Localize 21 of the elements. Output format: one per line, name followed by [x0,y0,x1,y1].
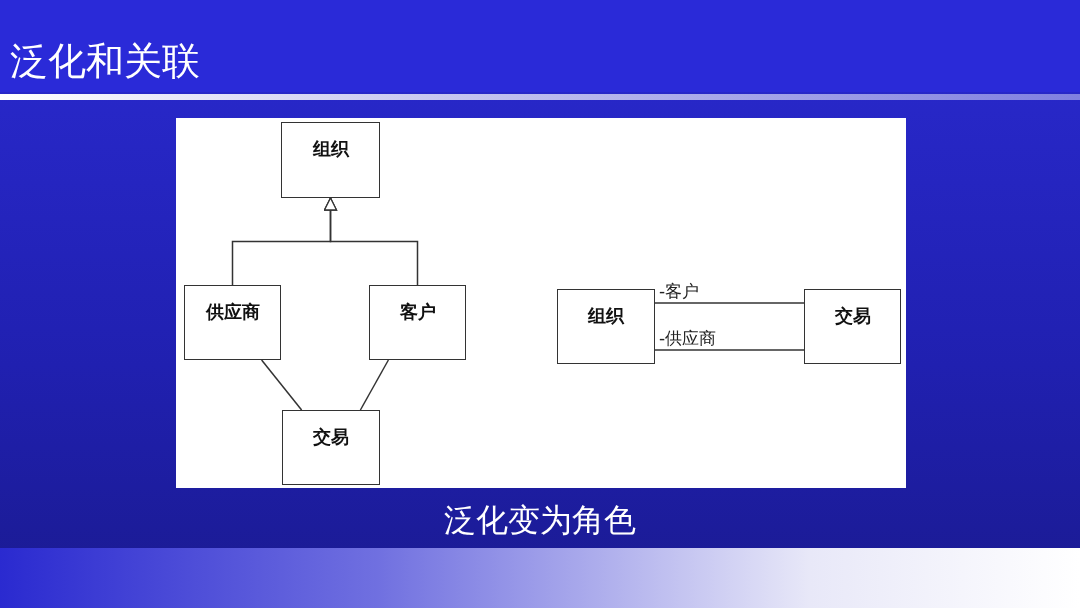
association-line [359,359,390,411]
class-box [281,122,380,198]
class-name: 交易 [833,304,872,328]
class-name: 客户 [398,300,437,324]
class-box [184,285,281,360]
generalization-arrow [323,197,419,286]
caption: 泛化变为角色 [444,501,636,539]
class-box [369,285,466,360]
class-box [557,289,655,364]
class-box [282,410,380,485]
class-name: 供应商 [204,300,261,324]
class-name: 组织 [586,304,626,328]
role-label: -供应商 [659,328,717,348]
class-box [804,289,901,364]
role-label: -客户 [659,281,700,301]
association-line [654,302,805,304]
class-name: 交易 [312,425,350,449]
association-line [260,359,303,411]
association-line [654,349,805,351]
title: 泛化和关联 [10,38,200,84]
class-name: 组织 [311,137,351,161]
